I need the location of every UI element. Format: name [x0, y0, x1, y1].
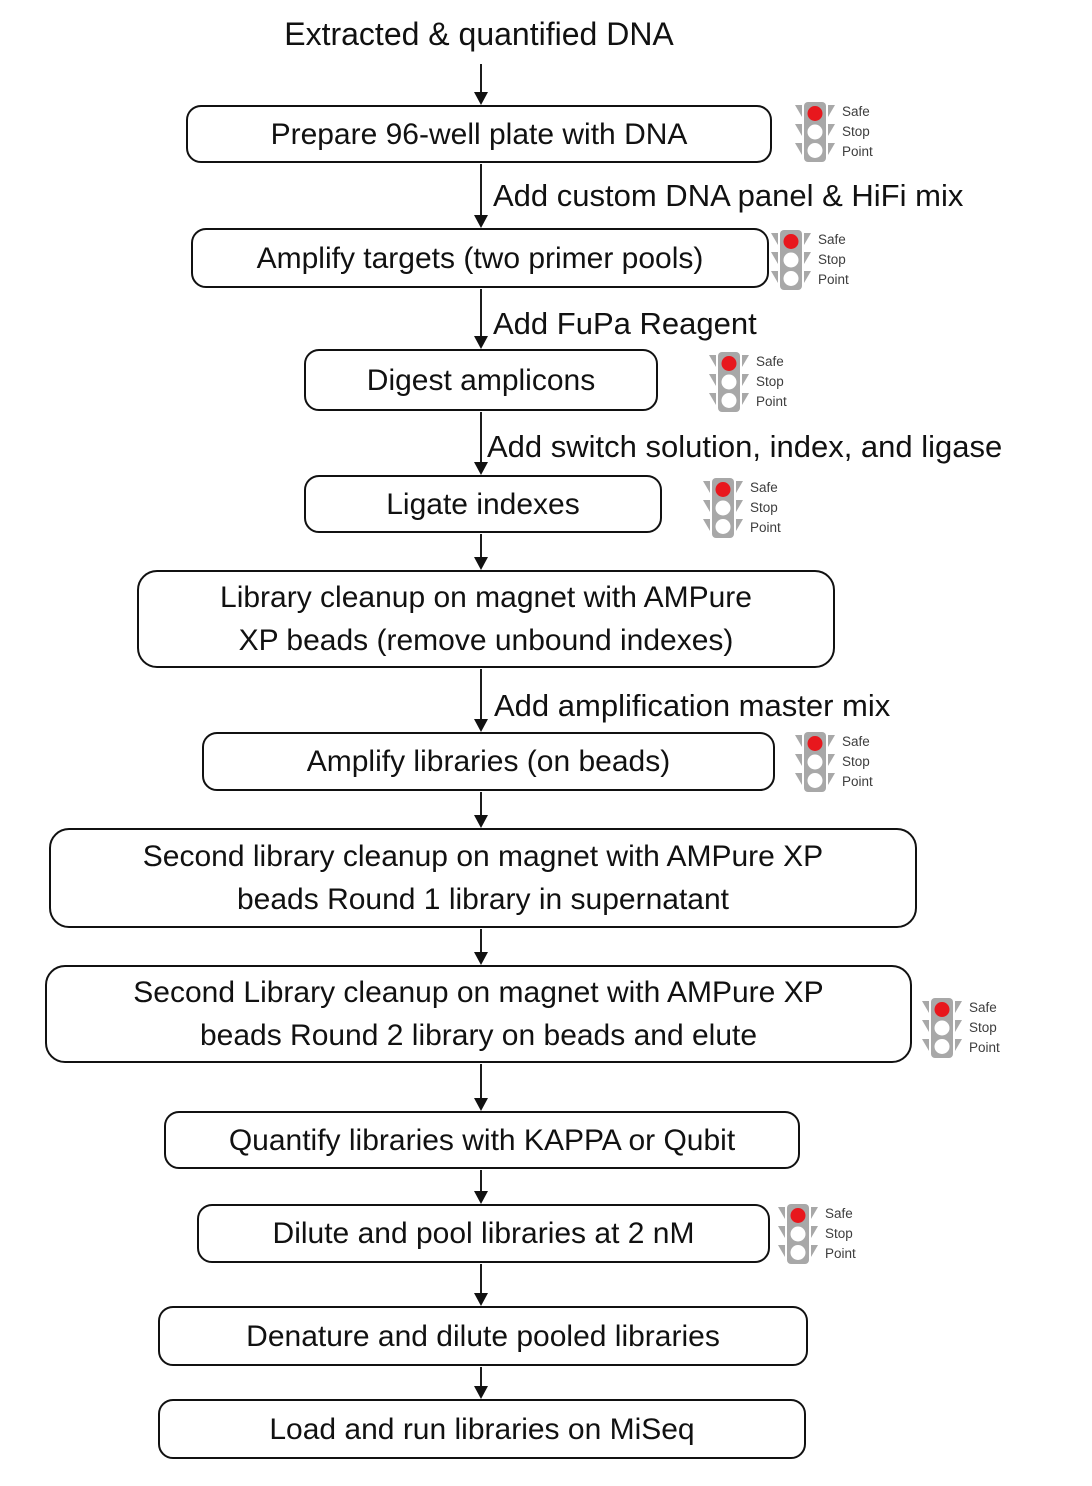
safe-stop-word: Safe — [818, 232, 846, 247]
step-label: Digest amplicons — [366, 363, 596, 397]
traffic-light-icon — [703, 477, 743, 539]
edge-label-fupa-reagent: Add FuPa Reagent — [493, 306, 757, 341]
step-dilute-pool-libraries: Dilute and pool libraries at 2 nM — [197, 1204, 770, 1263]
safe-stop-point-amplify-targets: Safe Stop Point — [771, 229, 849, 291]
step-second-cleanup-round-1: Second library cleanup on magnet with AM… — [49, 828, 917, 928]
flow-arrow-4 — [473, 412, 489, 475]
safe-stop-point-label: Safe Stop Point — [756, 352, 787, 412]
traffic-light-icon — [795, 731, 835, 793]
safe-stop-word: Point — [818, 272, 849, 287]
safe-stop-word: Safe — [825, 1206, 853, 1221]
step-label: Denature and dilute pooled libraries — [246, 1319, 720, 1353]
step-label: Load and run libraries on MiSeq — [269, 1412, 695, 1446]
safe-stop-word: Stop — [756, 374, 784, 389]
flow-arrow-12 — [473, 1367, 489, 1399]
traffic-light-icon — [922, 997, 962, 1059]
safe-stop-point-prepare-plate: Safe Stop Point — [795, 101, 873, 163]
flow-arrow-5 — [473, 534, 489, 570]
step-label-line: Second library cleanup on magnet with AM… — [142, 840, 824, 873]
step-label: Quantify libraries with KAPPA or Qubit — [228, 1123, 736, 1157]
flow-arrow-7 — [473, 792, 489, 828]
safe-stop-point-label: Safe Stop Point — [750, 478, 781, 538]
step-quantify-libraries: Quantify libraries with KAPPA or Qubit — [164, 1111, 800, 1169]
step-amplify-libraries: Amplify libraries (on beads) — [202, 732, 775, 791]
safe-stop-point-digest-amplicons: Safe Stop Point — [709, 351, 787, 413]
step-label: Prepare 96-well plate with DNA — [270, 117, 688, 151]
step-amplify-targets: Amplify targets (two primer pools) — [191, 228, 769, 288]
safe-stop-point-label: Safe Stop Point — [969, 998, 1000, 1058]
safe-stop-word: Stop — [969, 1020, 997, 1035]
traffic-light-icon — [709, 351, 749, 413]
safe-stop-point-label: Safe Stop Point — [842, 732, 873, 792]
edge-label-master-mix: Add amplification master mix — [494, 688, 891, 723]
flow-arrow-8 — [473, 929, 489, 965]
safe-stop-point-label: Safe Stop Point — [825, 1204, 856, 1264]
step-label-line: Library cleanup on magnet with AMPure — [220, 581, 752, 614]
safe-stop-point-label: Safe Stop Point — [818, 230, 849, 290]
safe-stop-word: Safe — [750, 480, 778, 495]
traffic-light-icon — [795, 101, 835, 163]
safe-stop-word: Stop — [825, 1226, 853, 1241]
safe-stop-word: Stop — [842, 754, 870, 769]
step-label-line: XP beads (remove unbound indexes) — [238, 624, 734, 657]
safe-stop-word: Point — [756, 394, 787, 409]
step-ligate-indexes: Ligate indexes — [304, 475, 662, 533]
step-digest-amplicons: Digest amplicons — [304, 349, 658, 411]
traffic-light-icon — [778, 1203, 818, 1265]
step-denature-dilute: Denature and dilute pooled libraries — [158, 1306, 808, 1366]
step-label: Ligate indexes — [386, 487, 580, 521]
safe-stop-point-label: Safe Stop Point — [842, 102, 873, 162]
step-label-line: beads Round 2 library on beads and elute — [199, 1019, 758, 1052]
flow-arrow-9 — [473, 1064, 489, 1111]
flow-arrow-2 — [473, 164, 489, 228]
safe-stop-word: Point — [842, 774, 873, 789]
safe-stop-point-second-cleanup-round-2: Safe Stop Point — [922, 997, 1000, 1059]
safe-stop-word: Stop — [750, 500, 778, 515]
flow-arrow-6 — [473, 669, 489, 732]
step-load-run-miseq: Load and run libraries on MiSeq — [158, 1399, 806, 1459]
edge-label-custom-panel: Add custom DNA panel & HiFi mix — [493, 178, 964, 213]
step-prepare-plate: Prepare 96-well plate with DNA — [186, 105, 772, 163]
safe-stop-point-amplify-libraries: Safe Stop Point — [795, 731, 873, 793]
flow-arrow-1 — [473, 64, 489, 105]
step-label: Dilute and pool libraries at 2 nM — [272, 1217, 695, 1250]
safe-stop-point-dilute-pool: Safe Stop Point — [778, 1203, 856, 1265]
safe-stop-word: Stop — [818, 252, 846, 267]
start-node-label: Extracted & quantified DNA — [284, 16, 674, 52]
safe-stop-word: Point — [842, 144, 873, 159]
safe-stop-point-ligate-indexes: Safe Stop Point — [703, 477, 781, 539]
safe-stop-word: Point — [969, 1040, 1000, 1055]
edge-label-switch-solution: Add switch solution, index, and ligase — [487, 429, 1003, 464]
step-label-line: beads Round 1 library in supernatant — [237, 883, 729, 916]
step-label: Amplify libraries (on beads) — [306, 745, 671, 778]
safe-stop-word: Safe — [756, 354, 784, 369]
traffic-light-icon — [771, 229, 811, 291]
step-label: Amplify targets (two primer pools) — [256, 241, 704, 275]
safe-stop-word: Point — [825, 1246, 856, 1261]
step-second-cleanup-round-2: Second Library cleanup on magnet with AM… — [45, 965, 912, 1063]
safe-stop-word: Safe — [842, 104, 870, 119]
step-library-cleanup: Library cleanup on magnet with AMPure XP… — [137, 570, 835, 668]
safe-stop-word: Point — [750, 520, 781, 535]
flow-arrow-3 — [473, 289, 489, 349]
flow-arrow-10 — [473, 1170, 489, 1204]
step-label-line: Second Library cleanup on magnet with AM… — [133, 976, 824, 1009]
safe-stop-word: Safe — [969, 1000, 997, 1015]
flow-arrow-11 — [473, 1264, 489, 1306]
safe-stop-word: Safe — [842, 734, 870, 749]
safe-stop-word: Stop — [842, 124, 870, 139]
